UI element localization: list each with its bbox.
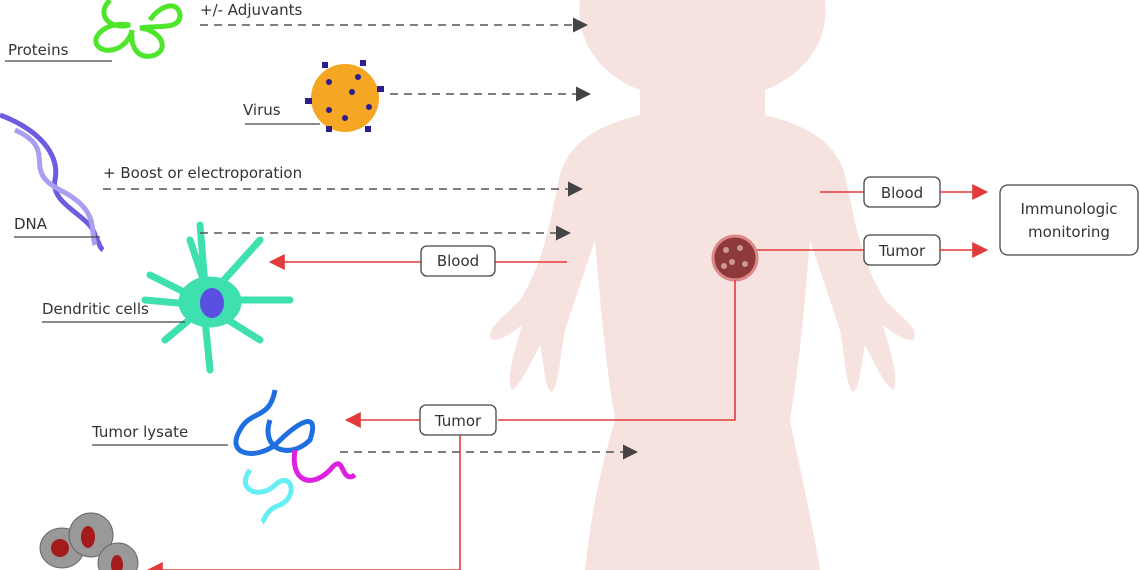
dna-icon <box>0 112 105 253</box>
tumor-right-label: Tumor <box>878 242 926 260</box>
tumor-cells-icon <box>39 512 139 570</box>
human-body-silhouette <box>490 0 915 570</box>
virus-icon <box>305 60 384 132</box>
monitoring-label: monitoring <box>1028 223 1110 241</box>
dendritic-cells-label: Dendritic cells <box>42 300 149 318</box>
blood-box-left <box>420 245 496 277</box>
blood-left-label: Blood <box>437 252 479 270</box>
tumor-left-label: Tumor <box>434 412 482 430</box>
tumor-lysate-label: Tumor lysate <box>91 423 188 441</box>
boost-label: + Boost or electroporation <box>103 164 302 182</box>
tumor-icon <box>711 234 759 282</box>
blood-right-label: Blood <box>881 184 923 202</box>
immunologic-monitoring-box <box>999 184 1139 256</box>
dna-label: DNA <box>14 215 48 233</box>
immunologic-label: Immunologic <box>1020 200 1117 218</box>
protein-icon <box>93 0 183 59</box>
tumor-lysate-icon <box>233 389 357 525</box>
tumor-box-left <box>419 404 497 436</box>
virus-label: Virus <box>243 101 281 119</box>
proteins-label: Proteins <box>8 41 69 59</box>
tumor-down-line <box>498 280 736 421</box>
adjuvants-label: +/- Adjuvants <box>200 1 302 19</box>
dendritic-cell-icon <box>141 221 294 374</box>
